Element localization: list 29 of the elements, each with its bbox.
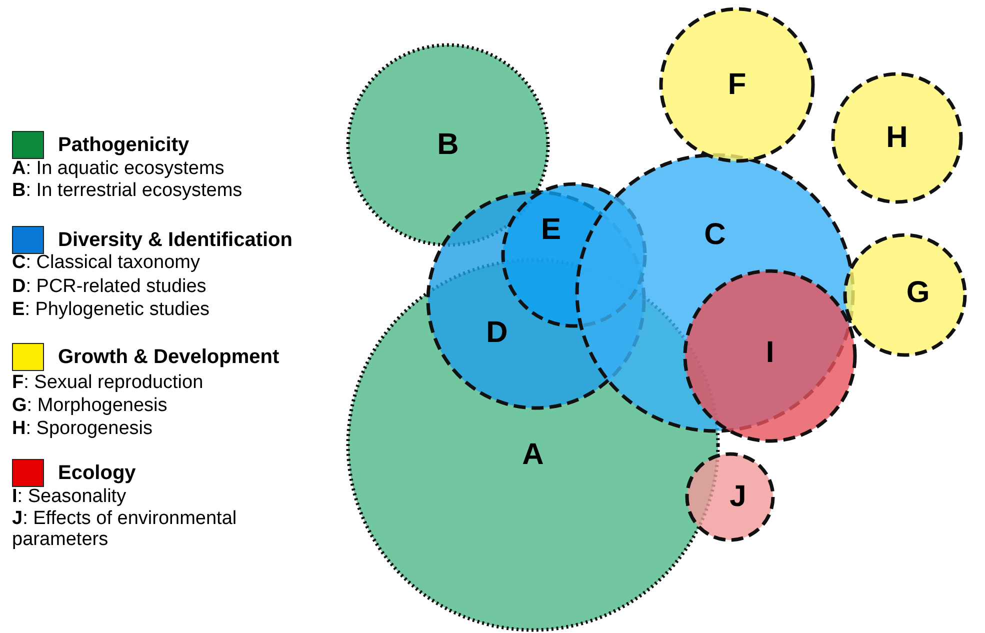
legend-item: B: In terrestrial ecosystems: [12, 180, 244, 201]
circle-letter: G: [906, 278, 930, 308]
circle-letter: A: [522, 440, 544, 470]
legend-item: C: Classical taxonomy: [12, 252, 201, 273]
circle-letter: B: [437, 130, 459, 160]
topic-circle: [659, 7, 815, 163]
legend-item: E: Phylogenetic studies: [12, 299, 211, 320]
topic-circle: [831, 72, 963, 204]
circle-letter: C: [704, 220, 726, 250]
legend-item: A: In aquatic ecosystems: [12, 158, 226, 179]
legend-heading: Growth & Development: [58, 346, 280, 368]
circle-letter: H: [886, 123, 908, 153]
topic-circle: [683, 269, 857, 443]
legend-item: I: Seasonality: [12, 486, 128, 507]
topic-circle: [843, 233, 967, 357]
legend-item: G: Morphogenesis: [12, 395, 168, 416]
legend-heading: Diversity & Identification: [58, 228, 292, 252]
legend-heading: Ecology: [58, 462, 136, 484]
legend-item: J: Effects of environmental parameters: [12, 508, 238, 550]
legend-item: D: PCR-related studies: [12, 276, 208, 297]
legend-item: H: Sporogenesis: [12, 418, 154, 439]
circle-letter: D: [486, 318, 508, 348]
legend-item: F: Sexual reproduction: [12, 372, 204, 393]
circle-letter: E: [541, 215, 561, 245]
circle-letter: J: [730, 482, 746, 512]
topic-circle: [685, 452, 775, 542]
circle-letter: I: [766, 338, 774, 368]
circle-letter: F: [728, 70, 746, 100]
legend-heading: Pathogenicity: [58, 134, 190, 156]
